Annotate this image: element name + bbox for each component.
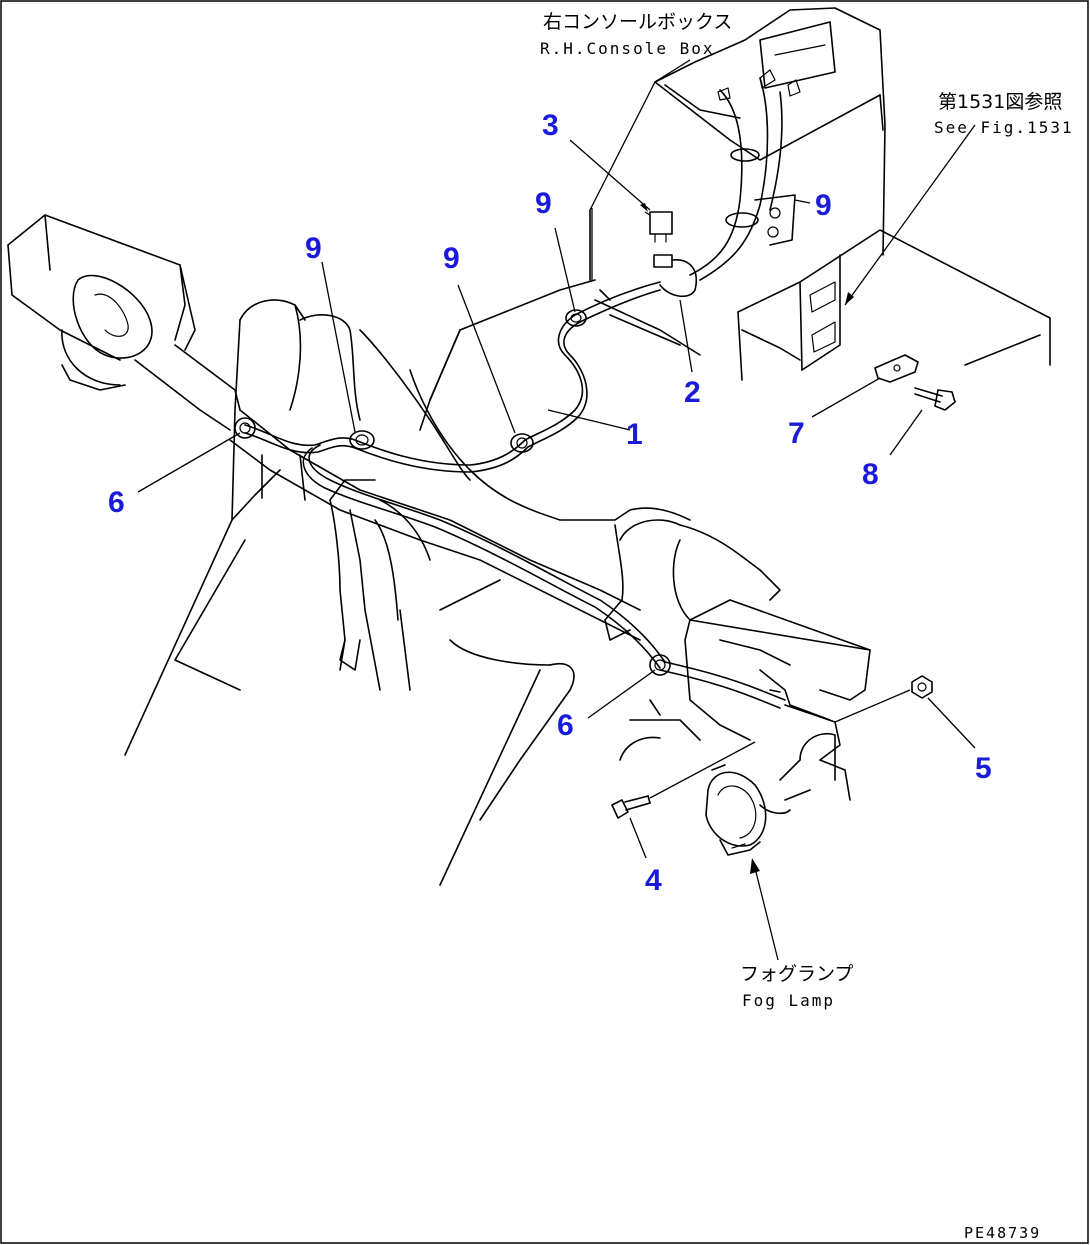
- ref-label-en: See Fig.1531: [934, 118, 1074, 137]
- console-box: [589, 7, 886, 356]
- callout-3: 3: [542, 109, 559, 142]
- callout-9-b: 9: [443, 242, 460, 275]
- annotations: 右コンソールボックス R.H.Console Box 第1531図参照 See …: [540, 11, 1074, 1242]
- drawing-code: PE48739: [964, 1224, 1041, 1242]
- fog-lamp: [705, 764, 767, 856]
- callout-9-c: 9: [535, 187, 552, 220]
- callout-6-right: 6: [557, 709, 574, 742]
- connector: [653, 254, 697, 298]
- relay: [649, 211, 673, 243]
- callout-9-d: 9: [815, 189, 832, 222]
- leader-lines: [137, 59, 976, 961]
- machine-frame: [7, 214, 871, 886]
- callout-5: 5: [975, 752, 992, 785]
- ref-label-jp: 第1531図参照: [938, 91, 1062, 113]
- callout-7: 7: [788, 417, 805, 450]
- callout-4: 4: [645, 864, 662, 897]
- wire-harness: [244, 281, 786, 709]
- foglamp-label-jp: フォグランプ: [740, 963, 853, 985]
- callout-9-a: 9: [305, 232, 322, 265]
- callout-1: 1: [626, 418, 643, 451]
- callout-6-left: 6: [108, 486, 125, 519]
- nut-5: [911, 675, 933, 699]
- console-label-jp: 右コンソールボックス: [543, 11, 732, 33]
- callout-8: 8: [862, 458, 879, 491]
- foglamp-label-en: Fog Lamp: [742, 991, 835, 1010]
- mounting-bracket: [737, 229, 1051, 411]
- callouts: 1 2 3 4 5 6 6 7 8 9 9 9 9: [108, 109, 992, 897]
- callout-2: 2: [684, 376, 701, 409]
- console-label-en: R.H.Console Box: [540, 39, 715, 58]
- bolt-4: [611, 795, 651, 819]
- clamps: [234, 309, 671, 676]
